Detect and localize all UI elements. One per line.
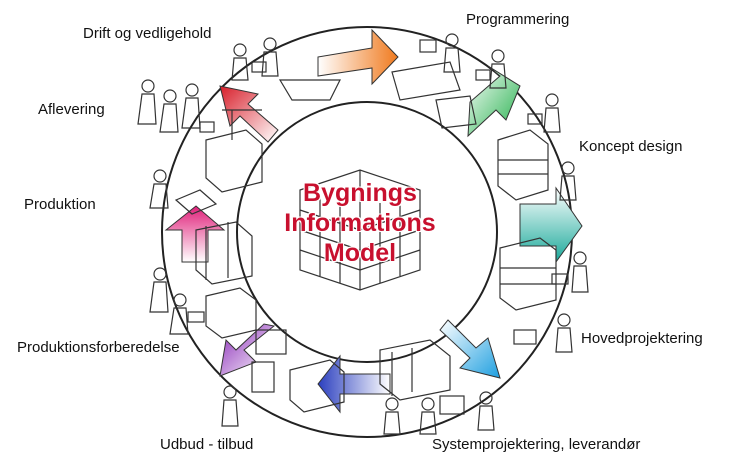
- sketch-produktion-icon: [149, 169, 253, 285]
- center-model-title: Bygnings Informations Model: [255, 178, 465, 268]
- sketch-koncept-icon: [497, 93, 577, 201]
- center-title-line1: Bygnings: [303, 179, 417, 207]
- phase-label-produktionsforberedelse: Produktionsforberedelse: [17, 339, 180, 356]
- arrow-koncept-to-hoved: [519, 186, 583, 264]
- arrow-forberedelse-to-produktion: [164, 205, 226, 263]
- phase-label-udbud-tilbud: Udbud - tilbud: [160, 436, 254, 453]
- phase-label-produktion: Produktion: [24, 196, 96, 213]
- phase-label-koncept-design: Koncept design: [579, 138, 683, 155]
- cycle-inner-ring: [236, 101, 498, 363]
- phase-label-programmering: Programmering: [466, 11, 570, 28]
- sketch-hovedprojektering-icon: [499, 237, 589, 353]
- arrow-drift-to-programmering: [317, 28, 399, 86]
- phase-label-hovedprojektering: Hovedprojektering: [581, 330, 703, 347]
- center-title-line3: Model: [323, 239, 397, 267]
- phase-label-drift-og-vedligehold: Drift og vedligehold: [83, 25, 212, 42]
- center-title-line2: Informations: [284, 209, 436, 237]
- center-building-icon: [299, 169, 421, 291]
- phase-label-systemprojektering: Systemprojektering, leverandør: [432, 436, 641, 453]
- sketch-produktionsforberedelse-icon: [149, 267, 257, 339]
- phase-label-aflevering: Aflevering: [38, 101, 105, 118]
- sketch-programmering-icon: [391, 33, 507, 129]
- arrow-programmering-to-koncept: [467, 65, 521, 138]
- sketch-udbud-icon: [221, 329, 345, 427]
- arrow-produktion-to-aflevering: [219, 85, 279, 143]
- sketch-aflevering-icon: [137, 79, 263, 193]
- arrow-hoved-to-system: [439, 319, 501, 379]
- arrow-system-to-udbud: [317, 354, 391, 414]
- sketch-systemprojektering-icon: [379, 339, 495, 435]
- sketch-drift-people-icon: [231, 37, 341, 101]
- arrow-udbud-to-produktionsforberedelse: [219, 323, 276, 377]
